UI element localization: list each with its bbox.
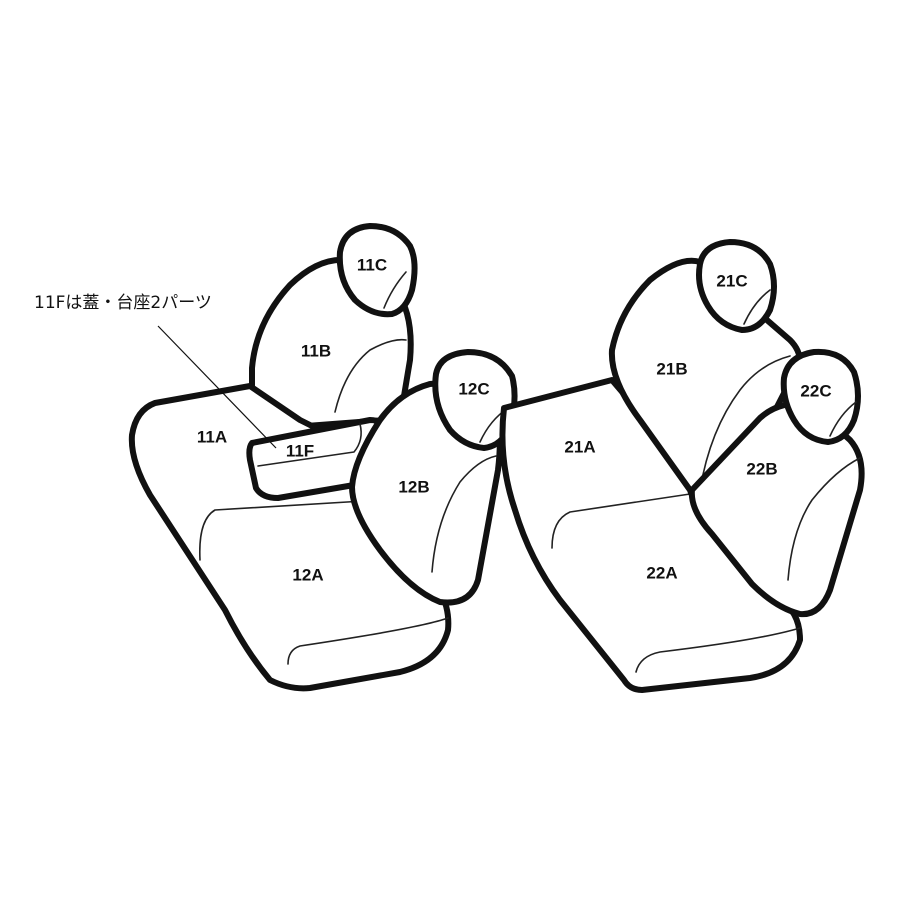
label-22c: 22C	[800, 381, 831, 400]
label-21a: 21A	[564, 437, 595, 456]
label-12b: 12B	[398, 477, 429, 496]
seam-22b	[787, 457, 861, 581]
annotation-leader-line	[157, 325, 277, 449]
label-11a: 11A	[197, 427, 227, 446]
part-11c-headrest	[336, 223, 418, 318]
seam-22c	[829, 401, 857, 437]
seam-22a-bottom	[635, 627, 801, 673]
label-11f: 11F	[286, 441, 314, 460]
seam-11b	[334, 338, 407, 413]
label-22b: 22B	[746, 459, 777, 478]
label-11b: 11B	[301, 341, 331, 360]
seam-12b	[431, 455, 497, 573]
seam-12a-top	[198, 499, 381, 561]
part-21c-headrest	[696, 239, 777, 333]
seam-21b	[699, 355, 791, 491]
label-21b: 21B	[656, 359, 687, 378]
label-12a: 12A	[292, 565, 323, 584]
label-12c: 12C	[458, 379, 489, 398]
label-11c: 11C	[357, 255, 387, 274]
seam-22a-top	[551, 493, 691, 549]
label-21c: 21C	[716, 271, 747, 290]
seam-11f	[257, 423, 362, 467]
label-22a: 22A	[646, 563, 677, 582]
seam-11c	[383, 271, 407, 309]
seam-21c	[743, 289, 771, 325]
seam-12a-bottom	[287, 617, 449, 665]
annotation-text: 11Fは蓋・台座2パーツ	[34, 293, 212, 313]
